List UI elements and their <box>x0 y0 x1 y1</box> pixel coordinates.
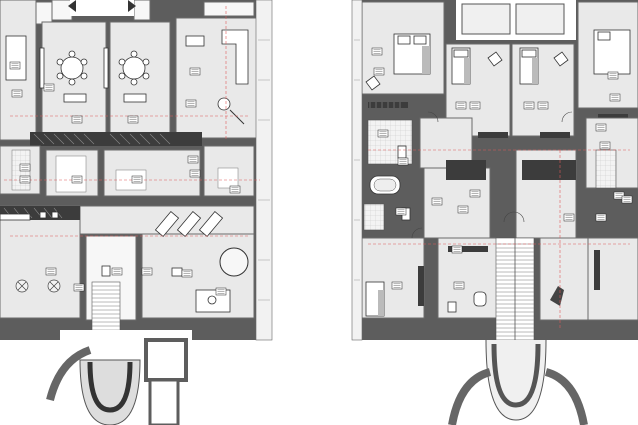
bed-2 <box>451 47 471 85</box>
dining-table-right <box>118 50 150 86</box>
left-floor-plan <box>0 0 273 425</box>
sofa <box>185 29 249 125</box>
right-floor-plan <box>351 0 638 425</box>
bed-master <box>393 33 431 75</box>
room-dining-right <box>109 21 171 135</box>
loungers <box>154 211 224 237</box>
dining-table-left <box>56 50 88 86</box>
bed-4 <box>593 29 631 75</box>
shower-fan <box>550 286 564 306</box>
bed-3 <box>519 47 539 85</box>
pool-tub <box>219 247 249 277</box>
bathtub <box>369 175 401 195</box>
room-lower-hall <box>0 205 81 319</box>
